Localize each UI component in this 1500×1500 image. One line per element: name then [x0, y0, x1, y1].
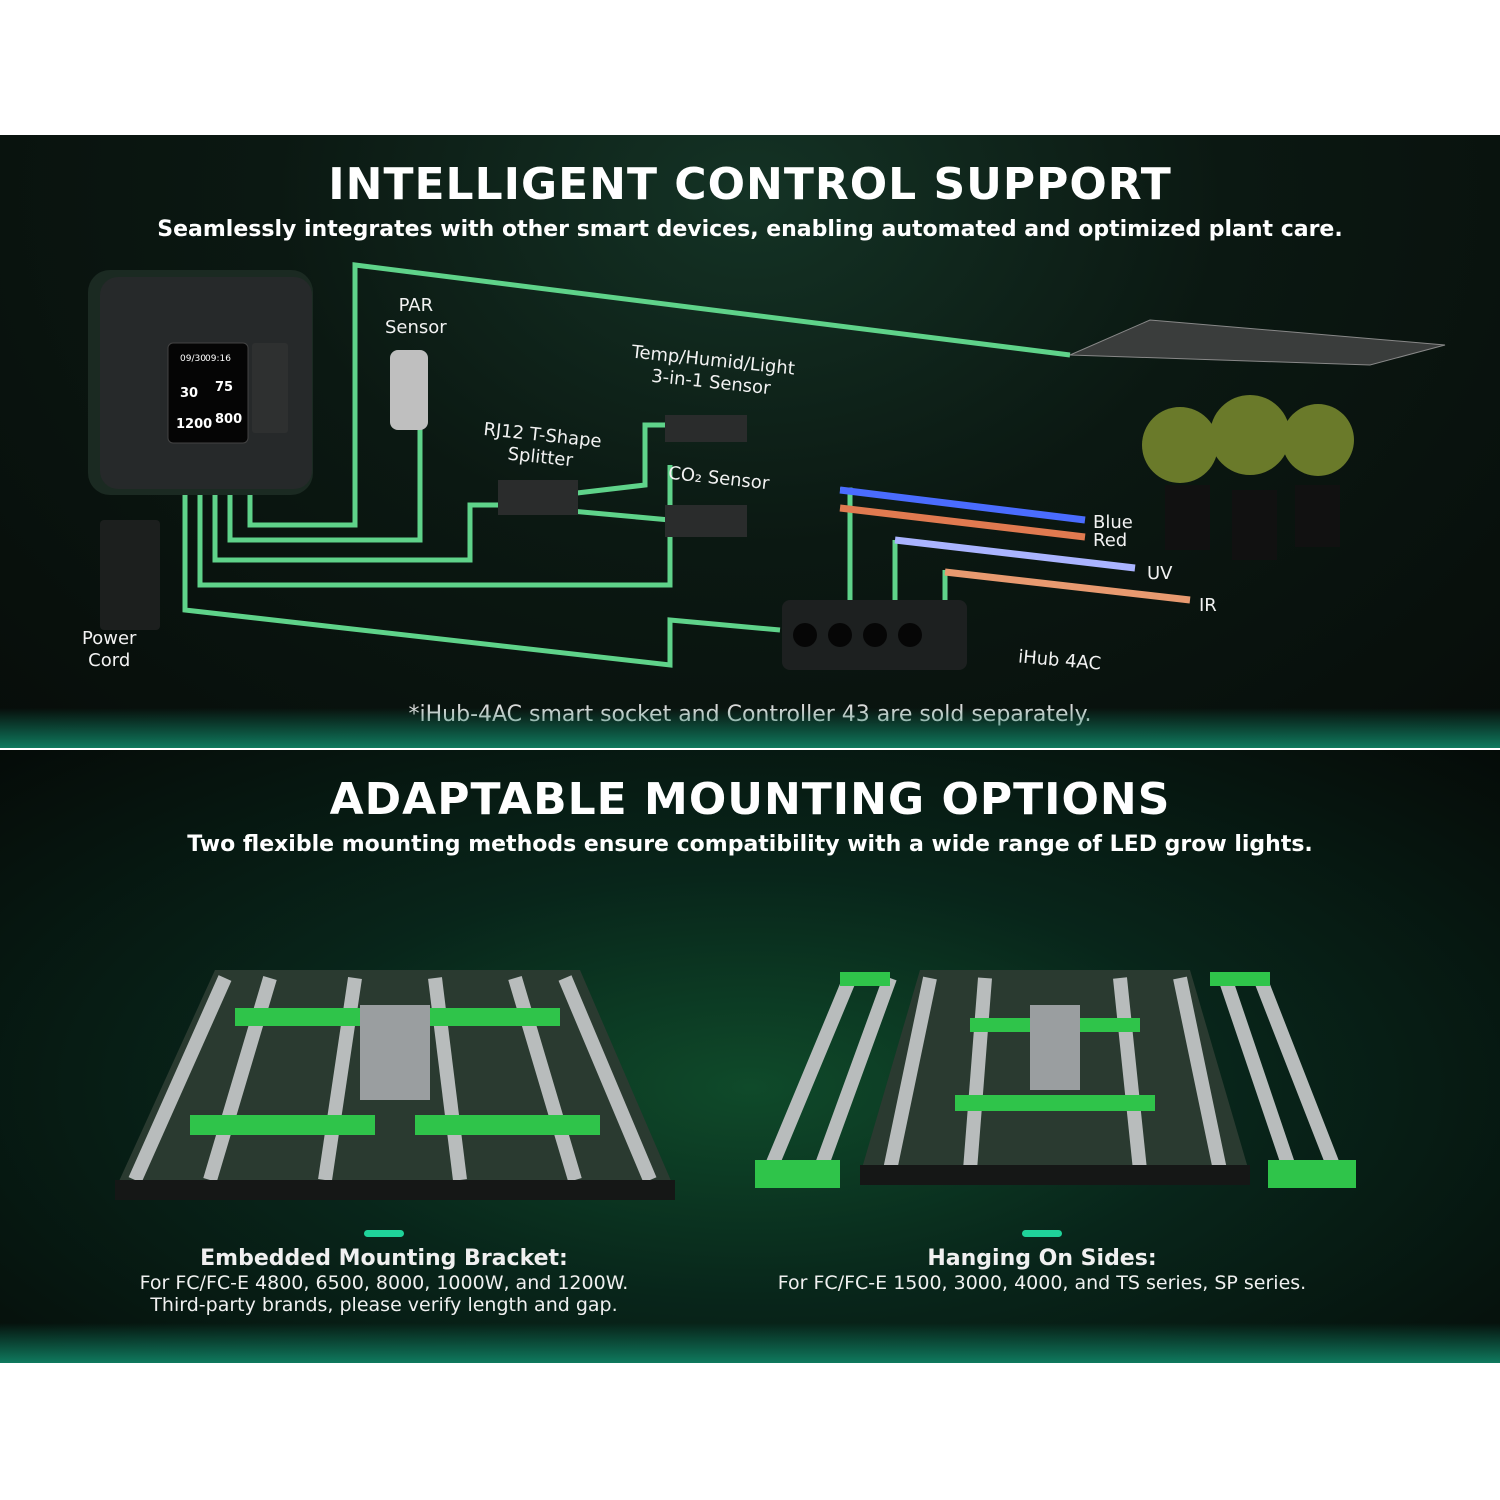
screen-humidity: 75 [215, 380, 233, 395]
wires [182, 262, 1071, 668]
intelligent-control-section: 09/30 09:16 30 75 1200 800 INTELLIGENT C… [0, 135, 1500, 748]
sold-separately-note: *iHub-4AC smart socket and Controller 43… [408, 702, 1092, 727]
option-title: Hanging On Sides: [927, 1246, 1157, 1271]
option-desc: Third-party brands, please verify length… [150, 1294, 618, 1316]
co2-sensor [665, 505, 747, 537]
temp-sensor [665, 415, 747, 442]
light-bars [839, 486, 1191, 604]
section-subtitle: Two flexible mounting methods ensure com… [187, 832, 1313, 857]
section-title: ADAPTABLE MOUNTING OPTIONS [329, 774, 1171, 825]
screen-temp: 30 [180, 386, 198, 401]
splitter [498, 480, 578, 515]
screen-co2: 800 [215, 412, 242, 427]
par-sensor [390, 350, 428, 430]
section-title: INTELLIGENT CONTROL SUPPORT [328, 159, 1172, 210]
section-subtitle: Seamlessly integrates with other smart d… [157, 217, 1343, 242]
mounting-options-section: ADAPTABLE MOUNTING OPTIONS Two flexible … [0, 750, 1500, 1363]
accent-dash [1022, 1230, 1062, 1237]
option-desc: For FC/FC-E 1500, 3000, 4000, and TS ser… [777, 1272, 1307, 1294]
red-label: Red [1093, 530, 1128, 551]
screen-date: 09/30 [180, 354, 206, 364]
option-embedded: Embedded Mounting Bracket: For FC/FC-E 4… [84, 1246, 684, 1317]
mounting-illustrations [115, 970, 1356, 1200]
par-sensor-label: PAR Sensor [385, 295, 447, 338]
hanging-sides-light [755, 970, 1356, 1188]
ir-label: IR [1199, 595, 1217, 616]
power-plug [100, 520, 160, 630]
connection-diagram: 09/30 09:16 30 75 1200 800 [88, 262, 1446, 670]
controller-device [88, 270, 313, 495]
grow-light [1069, 319, 1446, 366]
accent-dash [364, 1230, 404, 1237]
option-hanging: Hanging On Sides: For FC/FC-E 1500, 3000… [742, 1246, 1342, 1295]
screen-time: 09:16 [205, 354, 231, 364]
blue-label: Blue [1093, 512, 1133, 533]
screen-ppfd: 1200 [176, 417, 212, 432]
uv-label: UV [1147, 563, 1173, 584]
option-desc: For FC/FC-E 4800, 6500, 8000, 1000W, and… [139, 1272, 629, 1294]
plant-pots [1165, 485, 1340, 560]
option-title: Embedded Mounting Bracket: [200, 1246, 568, 1271]
embedded-bracket-light [115, 970, 675, 1200]
power-cord-label: Power Cord [82, 628, 137, 671]
socket-outlets [793, 623, 922, 647]
plants [1142, 395, 1354, 483]
